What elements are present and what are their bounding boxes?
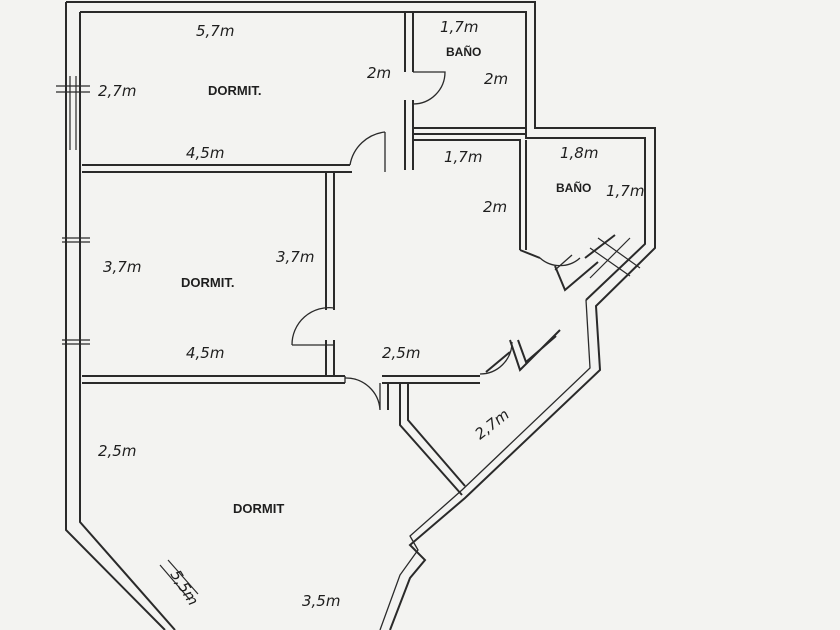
bano-2-label: BAÑO — [556, 180, 591, 195]
dim-bath2-height: 1,7m — [606, 182, 644, 200]
dim-dorm1-left: 2,7m — [98, 82, 136, 100]
interior-walls — [82, 12, 616, 496]
dim-hall-lower: 2,5m — [382, 344, 420, 362]
dim-dorm3-left: 2,5m — [98, 442, 136, 460]
dim-hall-width: 1,7m — [444, 148, 482, 166]
dormit-2-label: DORMIT. — [181, 275, 234, 290]
dormit-1-label: DORMIT. — [208, 83, 261, 98]
windows — [56, 76, 641, 601]
dim-dorm1-bottom: 4,5m — [186, 144, 224, 162]
dim-dorm1-right: 2m — [367, 64, 391, 82]
dim-dorm3-diag: 5,5m — [167, 567, 203, 609]
dim-bath1-height: 2m — [484, 70, 508, 88]
dim-hall-height: 2m — [483, 198, 507, 216]
dim-dorm3-bottom: 3,5m — [302, 592, 340, 610]
dim-closet-diag: 2,7m — [471, 405, 512, 443]
dim-dorm2-left: 3,7m — [103, 258, 141, 276]
bano-1-label: BAÑO — [446, 44, 481, 59]
dim-dorm2-right: 3,7m — [276, 248, 314, 266]
dim-dorm2-bottom: 4,5m — [186, 344, 224, 362]
dim-bath2-width: 1,8m — [560, 144, 598, 162]
dim-bath1-width: 1,7m — [440, 18, 478, 36]
dim-dorm1-top: 5,7m — [196, 22, 234, 40]
exterior-walls — [65, 1, 656, 630]
dormit-3-label: DORMIT — [233, 501, 284, 516]
doors — [291, 71, 581, 411]
